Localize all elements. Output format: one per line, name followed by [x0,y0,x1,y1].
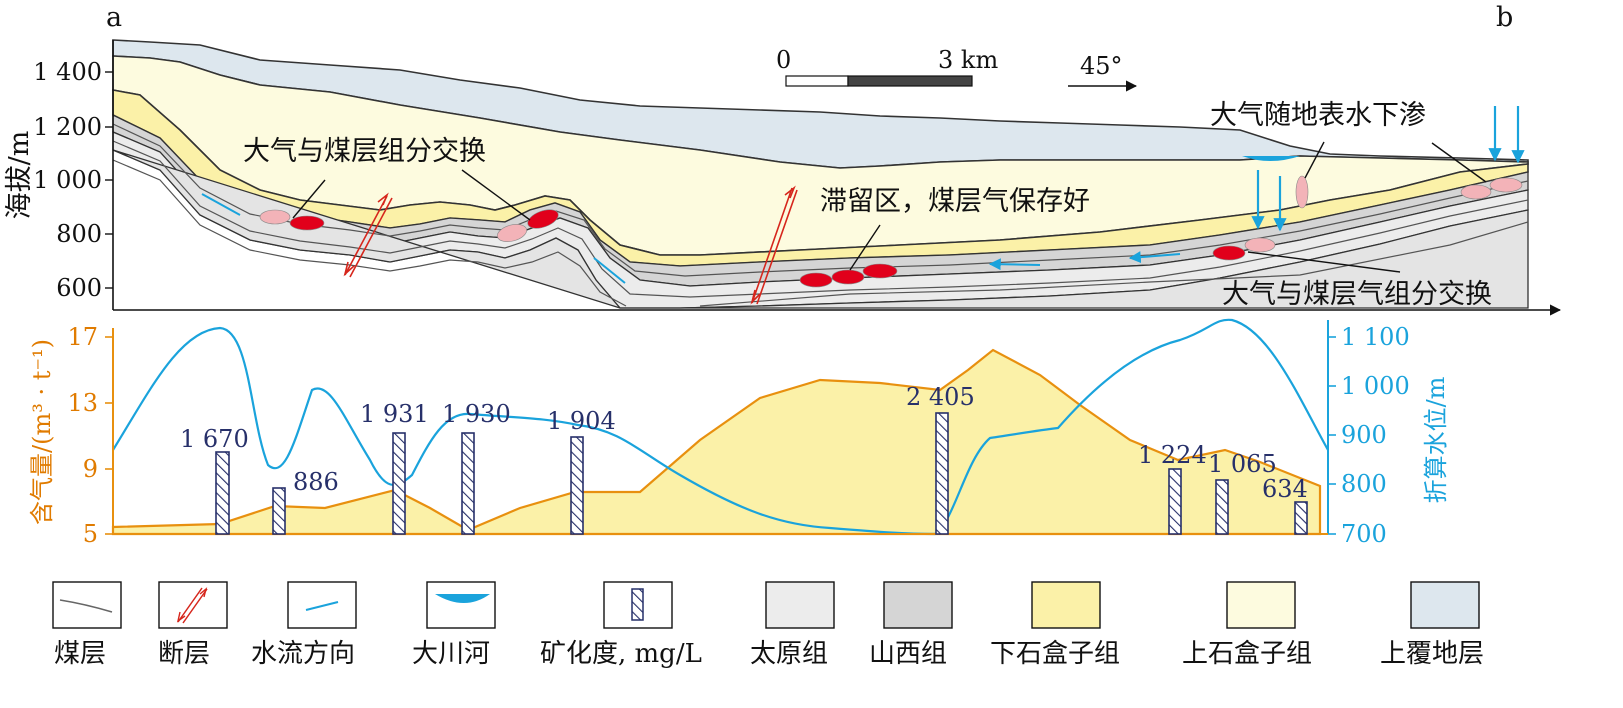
legend-label: 大川河 [412,639,490,669]
bar-value-label: 1 931 [360,400,429,428]
annotation-infiltration: 大气随地表水下渗 [1210,100,1426,131]
legend-item-fault: 断层 [158,581,228,669]
legend-label: 山西组 [869,639,947,669]
mineralization-bars: 1 670 886 1 931 1 930 1 904 2 405 1 224 … [180,383,1308,535]
infiltration-arrows [1251,106,1525,232]
left-axis-tick: 13 [67,389,98,417]
right-axis-water-level: 1 100 1 000 900 800 700 折算水位/m [1328,323,1450,548]
legend: 煤层 断层 水流方向 大川河 矿化度, mg/L [52,581,1484,669]
legend-label: 矿化度, mg/L [540,639,702,669]
direction-indicator: 45° [1068,52,1138,92]
mineralization-bar [215,451,230,535]
bar-value-label: 1 904 [547,407,616,435]
legend-label: 断层 [158,639,210,669]
mineralization-bar [570,436,584,535]
mineralization-bar [1215,479,1229,535]
legend-label: 煤层 [54,639,106,669]
section-y-axis-label: 海拔/m [4,131,35,220]
section-y-tick: 1 200 [33,113,102,141]
gas-ellipses [259,175,1523,288]
legend-label: 上覆地层 [1380,639,1484,669]
right-axis-tick: 1 100 [1341,323,1410,351]
legend-item-water-flow: 水流方向 [251,581,357,669]
mineralization-bar [461,432,475,535]
bar-value-label: 634 [1262,475,1308,503]
annotation-stagnant-zone: 滞留区，煤层气保存好 [820,186,1090,217]
legend-item-upper-shihezi: 上石盒子组 [1182,581,1312,669]
left-axis-tick: 17 [67,323,98,351]
legend-item-taiyuan: 太原组 [750,581,835,669]
legend-label: 水流方向 [251,639,355,669]
corner-label-a: a [106,2,122,33]
bar-value-label: 2 405 [906,383,975,411]
legend-item-river: 大川河 [412,581,496,669]
annotation-exchange-left: 大气与煤层组分交换 [243,136,486,167]
section-y-axis: 海拔/m 1 400 1 200 1 000 800 600 [4,58,113,302]
gas-content-area [111,348,1322,536]
legend-label: 上石盒子组 [1182,639,1312,669]
right-axis-tick: 700 [1341,520,1387,548]
bar-value-label: 1 930 [442,400,511,428]
bar-value-label: 1 065 [1208,450,1277,478]
mineralization-bar [935,412,949,535]
scale-bar-zero: 0 [776,46,791,74]
right-axis-tick: 900 [1341,421,1387,449]
right-axis-tick: 1 000 [1341,372,1410,400]
bar-value-label: 886 [293,468,339,496]
mineralization-bar [392,432,406,535]
river-lens [1242,156,1300,161]
legend-label: 太原组 [750,639,828,669]
section-y-tick: 1 400 [33,58,102,86]
direction-label: 45° [1080,52,1123,80]
scale-bar: 0 3 km [776,46,998,87]
fault-right [750,185,798,305]
geologic-cross-section [112,39,1562,316]
legend-item-mineralization: 矿化度, mg/L [540,581,702,669]
right-axis-label: 折算水位/m [1422,376,1450,503]
legend-item-overlying: 上覆地层 [1380,581,1484,669]
left-axis-tick: 5 [83,520,98,548]
section-y-tick: 600 [56,274,102,302]
mineralization-bar [272,487,286,535]
legend-item-shanxi: 山西组 [869,581,953,669]
mineralization-bar [1294,501,1308,535]
legend-item-coal-seam: 煤层 [52,581,122,669]
bar-value-label: 1 670 [180,425,249,453]
annotation-exchange-right: 大气与煤层气组分交换 [1222,279,1492,310]
basement-strata [112,149,1529,309]
legend-item-lower-shihezi: 下石盒子组 [990,581,1120,669]
section-y-tick: 1 000 [33,166,102,194]
right-axis-tick: 800 [1341,470,1387,498]
water-flow-arrows [201,193,1181,284]
bar-value-label: 1 224 [1138,441,1207,469]
section-y-tick: 800 [56,220,102,248]
fault-left [343,192,393,278]
scale-bar-length: 3 km [938,46,998,74]
water-level-line [112,318,1329,536]
legend-label: 下石盒子组 [990,639,1120,669]
left-axis-tick: 9 [83,455,98,483]
left-axis-label: 含气量/(m³ · t⁻¹) [28,339,56,525]
corner-label-b: b [1496,2,1513,33]
gas-water-chart [111,318,1329,536]
left-axis-gas-content: 含气量/(m³ · t⁻¹) 17 13 9 5 [28,323,113,548]
mineralization-bar [1168,468,1182,535]
annotation-leaders [292,141,1487,273]
